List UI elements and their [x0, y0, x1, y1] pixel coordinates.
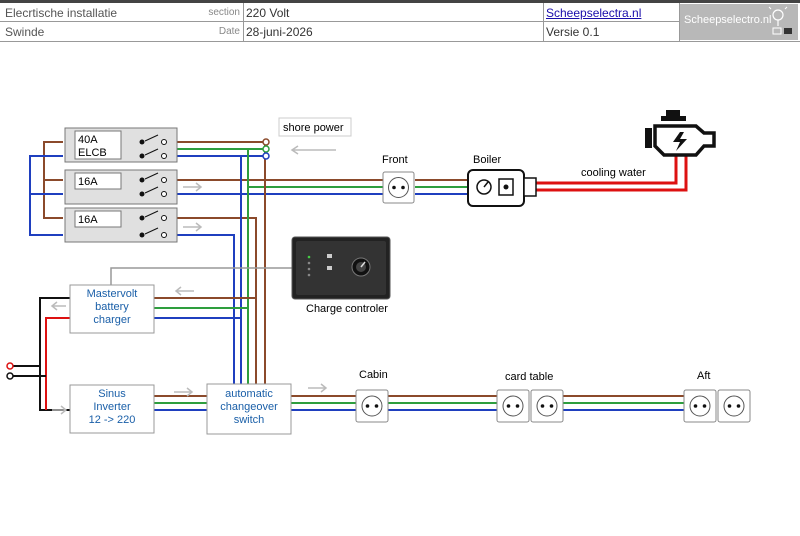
- charger-box: Mastervolt battery charger: [69, 284, 155, 334]
- changeover-switch-box: automatic changeover switch: [206, 383, 292, 435]
- changeover-label: switch: [234, 414, 265, 426]
- changeover-label: automatic: [225, 388, 273, 400]
- header-col-divider: [543, 3, 544, 41]
- front-label: Front: [382, 154, 408, 166]
- arrow-left-icon: [290, 145, 336, 155]
- version-label: Versie 0.1: [546, 25, 600, 39]
- charger-label: battery: [95, 301, 129, 313]
- arrow-right-icon: [174, 387, 194, 397]
- dc-positive-terminal: [6, 362, 14, 370]
- socket-aft-icon: [683, 389, 751, 423]
- project-title: Elecrtische installatie: [5, 6, 118, 20]
- socket-front-icon: [382, 171, 415, 204]
- arrow-right-icon: [183, 222, 203, 232]
- breaker-16a-front: 16A: [64, 169, 178, 205]
- logo-text: Scheepselectro.nl: [684, 14, 772, 26]
- changeover-label: changeover: [220, 401, 278, 413]
- header-col-divider: [679, 3, 680, 41]
- shore-power-box: [278, 117, 352, 137]
- breaker-label: 16A: [78, 176, 98, 188]
- inverter-label: Inverter: [93, 401, 131, 413]
- cabin-label: Cabin: [359, 369, 388, 381]
- arrow-right-icon: [183, 182, 203, 192]
- wires: [12, 141, 688, 411]
- header-col-divider: [243, 3, 244, 41]
- arrow-left-icon: [174, 286, 194, 296]
- wiring-diagram: shore power 40A ELCB 16A 16A Front Boile…: [6, 110, 751, 435]
- shore-terminal-brown: [262, 138, 270, 146]
- inverter-label: 12 -> 220: [89, 414, 136, 426]
- card-table-label: card table: [505, 371, 553, 383]
- website-link[interactable]: Scheepselectra.nl: [546, 6, 642, 20]
- charger-label: Mastervolt: [87, 288, 138, 300]
- arrow-left-icon: [50, 301, 66, 311]
- header-top-border: [0, 0, 800, 3]
- shore-terminal-blue: [262, 152, 270, 160]
- breaker-label: 40A: [78, 134, 98, 146]
- date-value: 28-juni-2026: [246, 25, 313, 39]
- logo: Scheepselectro.nl: [680, 4, 798, 40]
- breaker-label: ELCB: [78, 147, 107, 159]
- inverter-box: Sinus Inverter 12 -> 220: [69, 384, 155, 434]
- breaker-40a-elcb: 40A ELCB: [64, 127, 178, 163]
- bulb-icon: [768, 6, 792, 35]
- shore-power-label: shore power: [283, 122, 344, 134]
- arrow-right-icon: [308, 383, 328, 393]
- boiler-icon: [467, 169, 537, 207]
- charger-label: charger: [93, 314, 131, 326]
- shore-terminal-green: [262, 145, 270, 153]
- charge-controller-label: Charge controler: [306, 303, 388, 315]
- title-block: Elecrtische installatie Swinde section D…: [0, 0, 800, 42]
- aft-label: Aft: [697, 370, 710, 382]
- dc-negative-terminal: [6, 372, 14, 380]
- inverter-label: Sinus: [98, 388, 126, 400]
- socket-card-table-icon: [496, 389, 564, 423]
- breaker-16a-aft: 16A: [64, 207, 178, 243]
- engine-icon: [645, 110, 716, 157]
- header-bottom-border: [0, 41, 800, 42]
- cooling-water-label: cooling water: [581, 167, 646, 179]
- date-label: Date: [218, 26, 240, 37]
- section-value: 220 Volt: [246, 6, 290, 20]
- socket-cabin-icon: [355, 389, 389, 423]
- section-label: section: [208, 7, 240, 18]
- vessel-name: Swinde: [5, 25, 45, 39]
- breaker-label: 16A: [78, 214, 98, 226]
- boiler-label: Boiler: [473, 154, 501, 166]
- header-row-divider: [0, 21, 680, 22]
- charge-controller-panel: [291, 236, 391, 300]
- arrow-right-icon: [52, 405, 68, 415]
